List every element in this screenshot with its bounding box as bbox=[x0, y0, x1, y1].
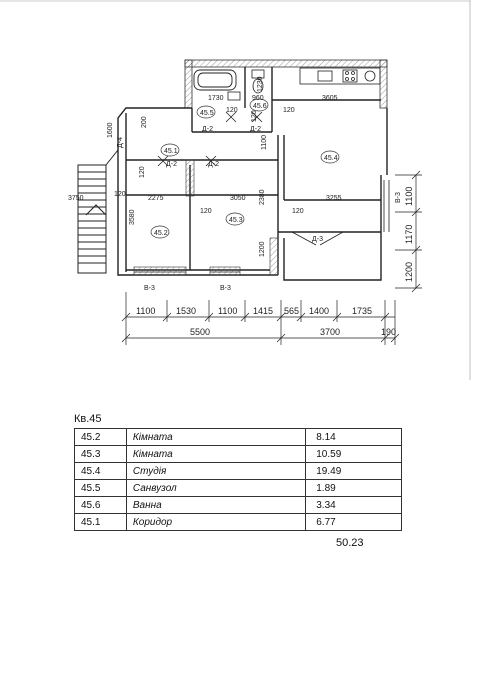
kitchen-fixtures bbox=[299, 67, 381, 85]
partition-hatch-2 bbox=[269, 237, 279, 276]
partition-hatch-1 bbox=[185, 159, 195, 197]
wall-top-hatch bbox=[184, 59, 388, 68]
bathtub bbox=[193, 69, 237, 91]
bottom-dimensions: 1100 1530 1100 1415 565 1400 1735 5500 3… bbox=[136, 306, 396, 337]
room-name: Кімната bbox=[125, 445, 307, 463]
staircase bbox=[77, 149, 119, 274]
window-label-v3-a: В-3 bbox=[144, 285, 155, 292]
walls bbox=[117, 67, 388, 281]
room-code: 45.4 bbox=[74, 462, 127, 480]
room-code: 45.2 bbox=[74, 428, 127, 446]
room-tags: 45.5 45.6 45.4 45.1 45.2 45.3 bbox=[150, 98, 340, 239]
total-area: 50.23 bbox=[336, 537, 364, 549]
door-label-d3: Д-3 bbox=[312, 236, 323, 243]
dim-total-1: 5500 bbox=[190, 327, 210, 337]
dim-bottom-4: 1415 bbox=[253, 306, 273, 316]
dim-1230: 1230 bbox=[257, 76, 264, 92]
toilet bbox=[227, 69, 265, 101]
apartment-title: Кв.45 bbox=[74, 413, 102, 425]
dim-total-3: 190 bbox=[381, 327, 396, 337]
dim-3580: 3580 bbox=[129, 209, 136, 225]
dim-120-c: 120 bbox=[251, 110, 258, 122]
dim-2380: 2380 bbox=[259, 189, 266, 205]
dim-3750: 3750 bbox=[68, 195, 84, 202]
dim-1730: 1730 bbox=[208, 95, 224, 102]
room-tag-45-1: 45.1 bbox=[164, 148, 178, 155]
door-label-d2-d: Д-2 bbox=[208, 161, 219, 168]
room-name: Кімната bbox=[125, 428, 307, 446]
room-name: Студія bbox=[125, 462, 307, 480]
dim-bottom-1: 1100 bbox=[136, 306, 155, 316]
dim-bottom-6: 1400 bbox=[309, 306, 329, 316]
window-openings bbox=[134, 180, 390, 273]
dim-120-e: 120 bbox=[200, 208, 212, 215]
window-label-v3-c: В-3 bbox=[395, 192, 402, 203]
door-label-d4: Д-4 bbox=[117, 137, 124, 148]
room-tag-45-3: 45.3 bbox=[229, 217, 243, 224]
table-row: 45.5 Санвузол 1.89 bbox=[74, 479, 402, 497]
wall-left-upper-hatch bbox=[184, 59, 193, 109]
dim-right-2: 1170 bbox=[404, 225, 414, 244]
partition-hatch-4 bbox=[209, 266, 241, 276]
table-row: 45.6 Ванна 3.34 bbox=[74, 496, 402, 514]
dim-120-d: 120 bbox=[139, 166, 146, 178]
dimension-lines bbox=[121, 170, 422, 345]
opening-labels: Д-4 Д-2 Д-2 Д-2 Д-2 Д-3 В-3 В-3 В-3 bbox=[117, 126, 402, 292]
room-code: 45.5 bbox=[74, 479, 127, 497]
room-name: Санвузол bbox=[125, 479, 307, 497]
dim-1600: 1600 bbox=[107, 122, 114, 138]
dim-120-a: 120 bbox=[226, 107, 238, 114]
room-area: 1.89 bbox=[305, 479, 402, 497]
dim-120-g: 120 bbox=[114, 191, 126, 198]
dim-1100-inner: 1100 bbox=[261, 135, 268, 150]
door-label-d2-b: Д-2 bbox=[250, 126, 261, 133]
dim-3050: 3050 bbox=[230, 195, 246, 202]
window-label-v3-b: В-3 bbox=[220, 285, 231, 292]
right-dimensions: 1100 1170 1200 bbox=[404, 187, 414, 282]
partition-hatch-3 bbox=[133, 266, 187, 276]
room-name: Ванна bbox=[125, 496, 307, 514]
door-marks bbox=[157, 111, 344, 246]
dim-2275: 2275 bbox=[148, 195, 164, 202]
table-row: 45.3 Кімната 10.59 bbox=[74, 445, 402, 463]
dim-total-2: 3700 bbox=[320, 327, 340, 337]
room-area: 6.77 bbox=[305, 513, 402, 531]
dim-right-3: 1200 bbox=[404, 262, 414, 282]
dim-1200-inner: 1200 bbox=[259, 241, 266, 257]
room-area: 10.59 bbox=[305, 445, 402, 463]
room-code: 45.3 bbox=[74, 445, 127, 463]
room-tag-45-4: 45.4 bbox=[324, 155, 338, 162]
room-tag-45-6: 45.6 bbox=[253, 103, 267, 110]
room-code: 45.1 bbox=[74, 513, 127, 531]
dim-3605: 3605 bbox=[322, 95, 338, 102]
dim-120-f: 120 bbox=[292, 208, 304, 215]
dim-bottom-3: 1100 bbox=[218, 306, 237, 316]
room-area: 3.34 bbox=[305, 496, 402, 514]
door-label-d2-a: Д-2 bbox=[202, 126, 213, 133]
room-area: 19.49 bbox=[305, 462, 402, 480]
room-code: 45.6 bbox=[74, 496, 127, 514]
door-label-d2-c: Д-2 bbox=[166, 161, 177, 168]
dim-120-b: 120 bbox=[283, 107, 295, 114]
room-tag-45-5: 45.5 bbox=[200, 110, 214, 117]
table-row: 45.1 Коридор 6.77 bbox=[74, 513, 402, 531]
floor-plan: 45.5 45.6 45.4 45.1 45.2 45.3 1730 960 3… bbox=[0, 0, 471, 380]
room-name: Коридор bbox=[125, 513, 307, 531]
dim-right-1: 1100 bbox=[404, 187, 414, 206]
table-row: 45.2 Кімната 8.14 bbox=[74, 428, 402, 446]
inner-dimensions: 1730 960 3605 120 120 1230 120 200 1600 … bbox=[68, 76, 342, 257]
dim-960: 960 bbox=[252, 95, 264, 102]
dim-bottom-5: 565 bbox=[284, 306, 299, 316]
room-area: 8.14 bbox=[305, 428, 402, 446]
room-area-table: 45.2 Кімната 8.14 45.3 Кімната 10.59 45.… bbox=[74, 428, 402, 531]
table-row: 45.4 Студія 19.49 bbox=[74, 462, 402, 480]
dim-bottom-2: 1530 bbox=[176, 306, 196, 316]
dim-bottom-7: 1735 bbox=[352, 306, 372, 316]
dim-200: 200 bbox=[141, 116, 148, 128]
wall-right-hatch bbox=[379, 59, 388, 109]
dim-3255: 3255 bbox=[326, 195, 342, 202]
room-tag-45-2: 45.2 bbox=[154, 230, 168, 237]
